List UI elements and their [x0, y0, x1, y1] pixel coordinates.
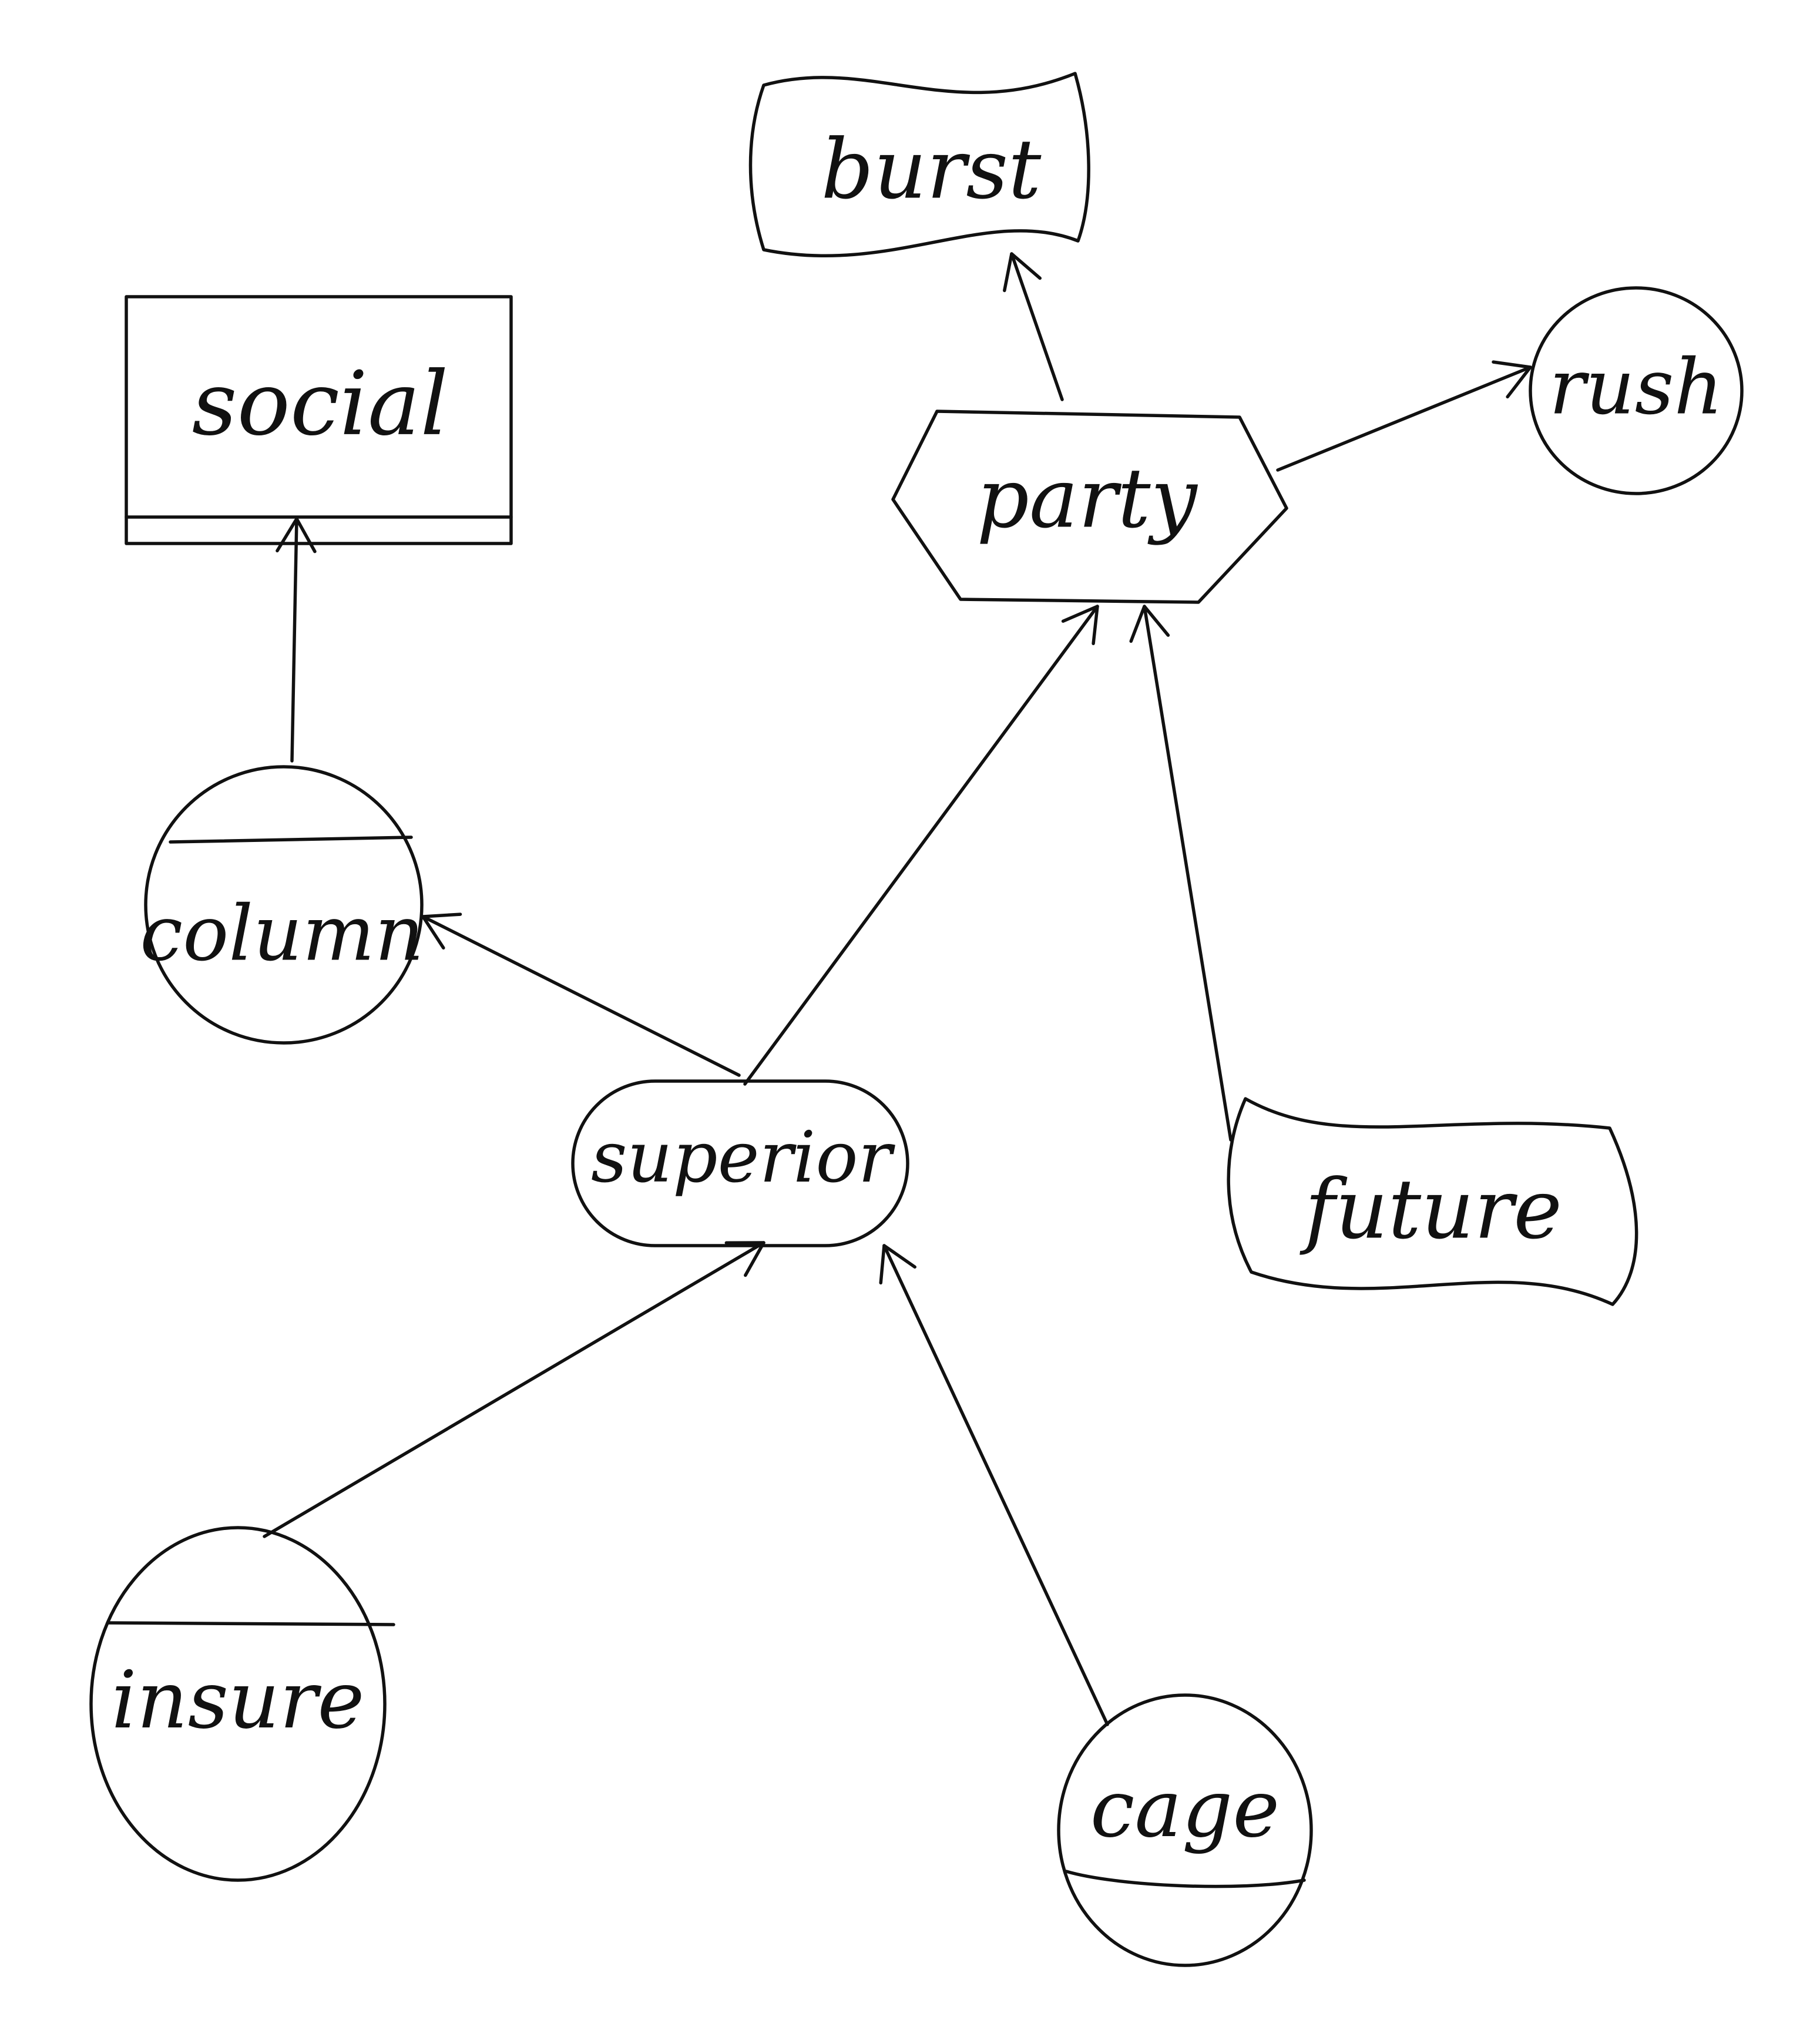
node-party-label: party	[976, 451, 1198, 547]
node-insure[interactable]: insure	[89, 1526, 395, 1882]
node-insure-band	[107, 1621, 395, 1626]
node-rush[interactable]: rush	[1529, 286, 1744, 495]
edge-line	[1010, 252, 1064, 401]
edge-line	[882, 1244, 1109, 1726]
edge-line	[1143, 605, 1233, 1142]
node-column[interactable]: column	[140, 765, 424, 1045]
node-social-shape	[125, 295, 513, 545]
node-party[interactable]: party	[891, 410, 1288, 604]
edge-column-to-social	[276, 517, 317, 763]
edge-party-to-rush	[1276, 360, 1532, 472]
node-cage-label: cage	[1090, 1763, 1280, 1855]
node-rush-shape	[1529, 286, 1744, 495]
edge-cage-to-superior	[879, 1244, 1109, 1726]
node-cage-band	[1065, 1870, 1306, 1888]
arrowhead	[421, 912, 462, 950]
edge-line	[1276, 365, 1532, 472]
node-burst[interactable]: burst	[748, 72, 1090, 258]
node-future-shape	[1227, 1097, 1638, 1306]
arrowhead	[724, 1241, 765, 1277]
edges	[263, 252, 1532, 1726]
node-column-shape	[144, 765, 424, 1045]
arrowhead	[276, 517, 317, 553]
node-column-band	[169, 836, 413, 844]
node-insure-label: insure	[112, 1654, 365, 1746]
edge-insure-to-superior	[263, 1241, 765, 1538]
node-social-label: social	[192, 353, 449, 455]
edge-superior-to-column	[421, 912, 741, 1077]
edge-line	[263, 1241, 765, 1538]
edge-party-to-burst	[1003, 252, 1064, 401]
edge-superior-to-party	[743, 605, 1099, 1086]
node-cage[interactable]: cage	[1057, 1693, 1313, 1967]
edge-line	[290, 517, 298, 763]
edge-future-to-party	[1129, 605, 1233, 1142]
node-superior-label: superior	[591, 1117, 896, 1199]
node-burst-label: burst	[821, 122, 1042, 218]
node-cage-shape	[1057, 1693, 1313, 1967]
node-future-label: future	[1299, 1162, 1562, 1258]
arrowhead	[1003, 252, 1042, 293]
edge-line	[743, 605, 1099, 1086]
node-party-shape	[891, 410, 1288, 604]
node-social[interactable]: social	[125, 295, 513, 545]
node-superior[interactable]: superior	[571, 1079, 909, 1247]
edge-line	[421, 915, 741, 1077]
node-insure-shape	[89, 1526, 387, 1882]
node-burst-shape	[748, 72, 1090, 258]
node-rush-label: rush	[1549, 343, 1723, 432]
node-column-label: column	[140, 889, 424, 978]
node-future[interactable]: future	[1227, 1097, 1638, 1306]
arrowhead	[879, 1244, 916, 1285]
arrowhead	[1492, 360, 1532, 399]
arrowhead	[1061, 605, 1099, 646]
node-superior-shape	[571, 1079, 909, 1247]
arrowhead	[1129, 605, 1170, 643]
